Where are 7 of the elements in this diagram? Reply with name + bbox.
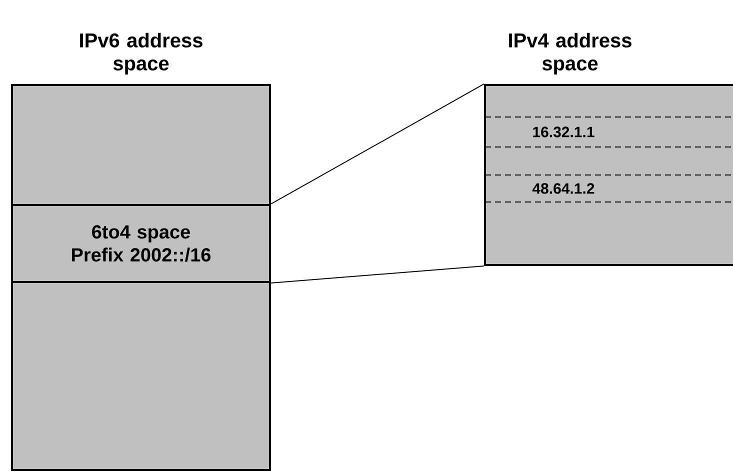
heading: IPv6 address space bbox=[80, 32, 202, 74]
address-band: 16.32.1.1 bbox=[484, 116, 733, 148]
prefix-band: 6to4 space Prefix 2002::/16 bbox=[11, 204, 271, 283]
connector-line bbox=[270, 266, 484, 284]
address-band: 48.64.1.2 bbox=[484, 174, 733, 202]
heading: IPv4 address space bbox=[509, 32, 632, 74]
connector-line bbox=[270, 84, 484, 204]
